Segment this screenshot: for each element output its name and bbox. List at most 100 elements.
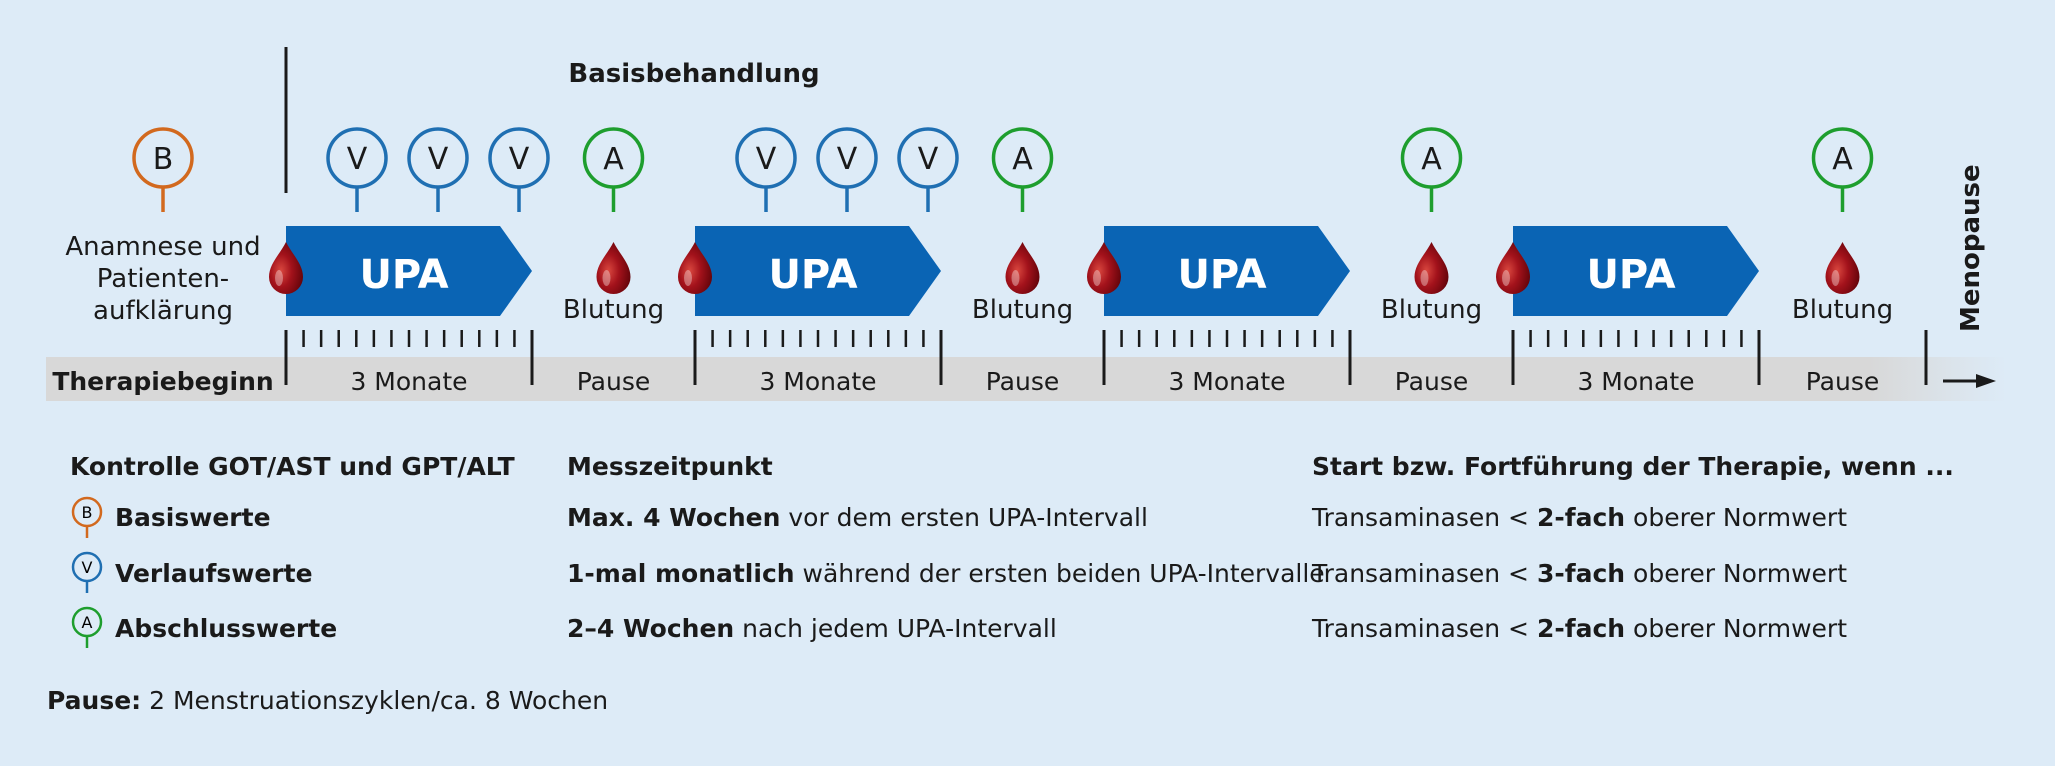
legend-col3-header: Start bzw. Fortführung der Therapie, wen… (1312, 452, 1954, 481)
time-bold: 2–4 Wochen (567, 614, 735, 643)
blood-drop-highlight (1011, 270, 1020, 286)
legend-name: Abschlusswerte (115, 614, 338, 643)
svg-text:V: V (82, 558, 93, 577)
bleeding-label: Blutung (1792, 295, 1893, 325)
upa-arrow (286, 226, 532, 316)
legend-name: Basiswerte (115, 503, 271, 532)
check-badge-a-icon: A (582, 127, 645, 212)
legend-cond-verlaufswerte: Transaminasen < 3-fach oberer Normwert (1312, 559, 1847, 589)
blood-drop-icon (1825, 242, 1860, 294)
legend-name: Verlaufswerte (115, 559, 313, 588)
blood-drop-highlight (602, 270, 611, 286)
badge-letter: A (603, 142, 624, 177)
blood-drop-highlight (1831, 270, 1840, 286)
therapy-start-label: Therapiebeginn (52, 367, 273, 396)
badge-letter: A (1421, 142, 1442, 177)
timeline-bar (46, 357, 2006, 401)
check-badge-v-icon: V (735, 127, 797, 212)
blood-drop-icon (1414, 242, 1449, 294)
cond-post: oberer Normwert (1625, 614, 1848, 643)
cond-post: oberer Normwert (1625, 559, 1848, 588)
segment-label-3-monate: 3 Monate (350, 367, 467, 396)
bleeding-label: Blutung (563, 295, 664, 325)
baseline-badge-b-icon: B (132, 127, 194, 212)
legend-cond-basiswerte: Transaminasen < 2-fach oberer Normwert (1312, 503, 1847, 533)
check-badge-v-icon: V (488, 127, 550, 212)
upa-arrow-label: UPA (1586, 252, 1675, 298)
blood-drop-icon (1087, 242, 1121, 294)
blood-drop-icon (678, 242, 712, 294)
legend-row-verlaufswerte: Verlaufswerte (115, 559, 313, 589)
legend-badge-b-icon: B (68, 496, 108, 550)
cond-post: oberer Normwert (1625, 503, 1848, 532)
blood-drop-highlight (684, 270, 692, 286)
check-badge-a-icon: A (991, 127, 1054, 212)
badge-letter: V (756, 142, 777, 177)
legend-time-basiswerte: Max. 4 Wochen vor dem ersten UPA-Interva… (567, 503, 1148, 533)
upa-arrow-label: UPA (768, 252, 857, 298)
legend-time-abschlusswerte: 2–4 Wochen nach jedem UPA-Intervall (567, 614, 1057, 644)
footnote-rest: 2 Menstruationszyklen/ca. 8 Wochen (141, 686, 609, 715)
cond-bold: 2-fach (1536, 503, 1626, 532)
upa-arrow-label: UPA (359, 252, 448, 298)
time-arrow-head (1976, 374, 1996, 388)
bleeding-label: Blutung (972, 295, 1073, 325)
segment-label-3-monate: 3 Monate (1577, 367, 1694, 396)
check-badge-a-icon: A (1400, 127, 1463, 212)
legend-cond-abschlusswerte: Transaminasen < 2-fach oberer Normwert (1312, 614, 1847, 644)
check-badge-v-icon: V (897, 127, 959, 212)
upa-arrow (1104, 226, 1350, 316)
check-badge-a-icon: A (1811, 127, 1874, 212)
segment-label-3-monate: 3 Monate (1168, 367, 1285, 396)
badge-letter: V (918, 142, 939, 177)
blood-drop-icon (1005, 242, 1040, 294)
upa-arrow-label: UPA (1177, 252, 1266, 298)
segment-label-3-monate: 3 Monate (759, 367, 876, 396)
segment-label-pause: Pause (1395, 367, 1469, 396)
pre-label-line: Patienten- (97, 264, 229, 294)
legend-badge-v-icon: V (68, 551, 108, 605)
badge-letter: V (509, 142, 530, 177)
footnote: Pause: 2 Menstruationszyklen/ca. 8 Woche… (47, 686, 608, 716)
segment-label-pause: Pause (986, 367, 1060, 396)
time-rest: vor dem ersten UPA-Intervall (780, 503, 1148, 532)
check-badge-v-icon: V (816, 127, 878, 212)
svg-text:B: B (82, 503, 93, 522)
menopause-label: Menopause (1956, 164, 1986, 332)
legend-row-abschlusswerte: Abschlusswerte (115, 614, 337, 644)
badge-letter: V (837, 142, 858, 177)
upa-arrow (1513, 226, 1759, 316)
blood-drop-icon (596, 242, 631, 294)
cond-pre: Transaminasen < (1312, 614, 1537, 643)
legend-col2-header: Messzeitpunkt (567, 452, 773, 481)
segment-label-pause: Pause (1806, 367, 1880, 396)
time-rest: während der ersten beiden UPA-Intervalle (794, 559, 1325, 588)
diagram-title: Basisbehandlung (568, 59, 819, 89)
cond-pre: Transaminasen < (1312, 503, 1537, 532)
check-badge-v-icon: V (407, 127, 469, 212)
check-badge-v-icon: V (326, 127, 388, 212)
pre-label-line: Anamnese und (65, 232, 260, 262)
blood-drop-highlight (275, 270, 283, 286)
blood-drop-icon (1496, 242, 1530, 294)
segment-label-pause: Pause (577, 367, 651, 396)
blood-drop-highlight (1502, 270, 1510, 286)
badge-letter: A (1832, 142, 1853, 177)
legend-badge-a-icon: A (68, 606, 108, 660)
cond-pre: Transaminasen < (1312, 559, 1537, 588)
badge-letter: V (428, 142, 449, 177)
blood-drop-highlight (1420, 270, 1429, 286)
upa-arrow (695, 226, 941, 316)
blood-drop-highlight (1093, 270, 1101, 286)
cond-bold: 3-fach (1536, 559, 1626, 588)
svg-text:A: A (82, 613, 93, 632)
legend-time-verlaufswerte: 1-mal monatlich während der ersten beide… (567, 559, 1325, 589)
bleeding-label: Blutung (1381, 295, 1482, 325)
time-rest: nach jedem UPA-Intervall (734, 614, 1057, 643)
time-bold: Max. 4 Wochen (567, 503, 781, 532)
pre-label-line: aufklärung (93, 296, 233, 326)
cond-bold: 2-fach (1536, 614, 1626, 643)
legend-col1-header: Kontrolle GOT/AST und GPT/ALT (70, 452, 515, 481)
